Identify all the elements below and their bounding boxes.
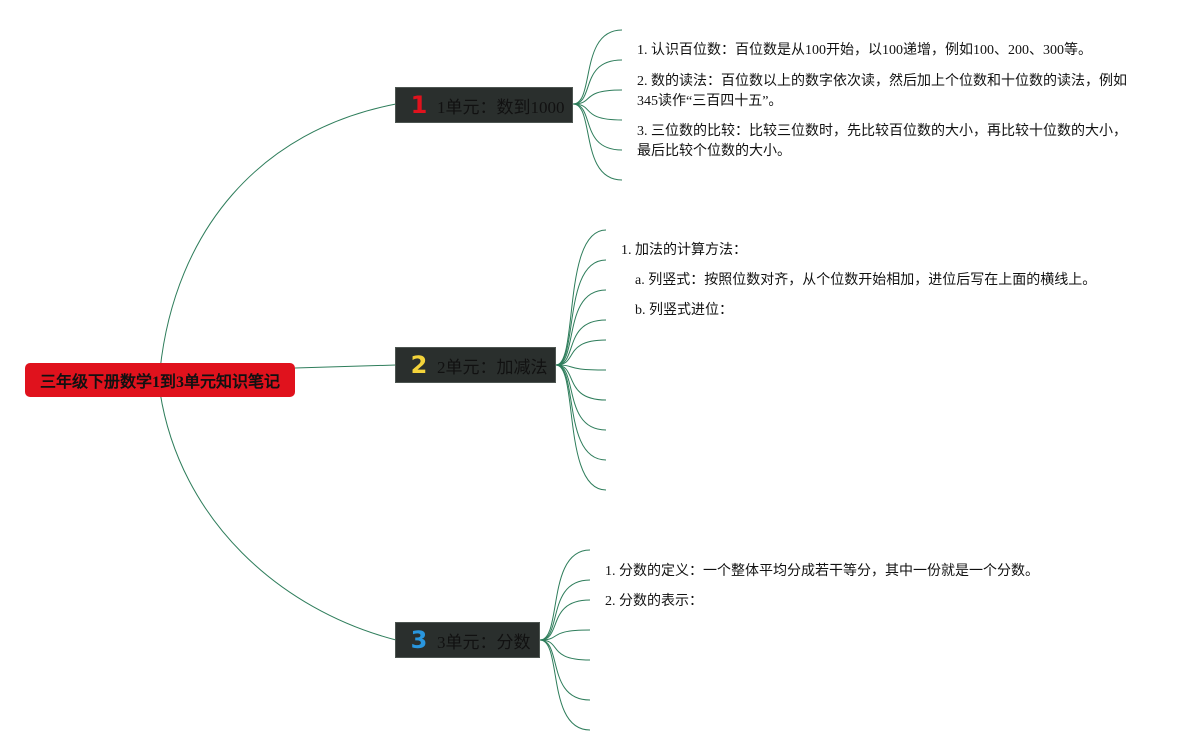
connector-unit-3-leaf-7 (539, 639, 591, 731)
number-2-icon: 2 (410, 351, 428, 379)
unit-3-note-1: 1. 分数的定义：一个整体平均分成若干等分，其中一份就是一个分数。 (605, 564, 1039, 579)
connector-unit-1-leaf-5 (572, 103, 623, 151)
unit-1-node[interactable]: 1 1单元：数到1000 (395, 87, 573, 123)
connector-unit-3-leaf-3 (539, 599, 591, 641)
connector-unit-1-leaf-2 (572, 59, 623, 105)
connector-unit-1-leaf-1 (572, 29, 623, 105)
connector-unit-2-leaf-9 (555, 364, 607, 461)
unit-2-node[interactable]: 2 2单元：加减法 (395, 347, 556, 383)
connector-unit-2-leaf-7 (555, 364, 607, 401)
unit-2-note-2: a. 列竖式：按照位数对齐，从个位数开始相加，进位后写在上面的横线上。 (635, 273, 1097, 288)
connector-unit-3-leaf-5 (539, 639, 591, 661)
unit-1-note-3: 3. 三位数的比较：比较三位数时，先比较百位数的大小，再比较十位数的大小，最后比… (637, 124, 1127, 159)
connector-unit-3-leaf-1 (539, 549, 591, 641)
unit-3-node[interactable]: 3 3单元：分数 (395, 622, 540, 658)
connector-unit-1-leaf-4 (572, 103, 623, 121)
unit-3-note-2: 2. 分数的表示： (605, 594, 703, 609)
unit-2-label: 2单元：加减法 (437, 357, 548, 377)
connector-unit-2-leaf-1 (555, 229, 607, 366)
connector-unit-2-leaf-3 (555, 289, 607, 366)
connector-root-unit-1 (159, 103, 397, 371)
connector-unit-3-leaf-6 (539, 639, 591, 701)
unit-1-note-2: 2. 数的读法：百位数以上的数字依次读，然后加上个位数和十位数的读法，例如345… (637, 74, 1127, 109)
unit-3-label: 3单元：分数 (437, 632, 531, 652)
connector-unit-2-leaf-4 (555, 319, 607, 366)
connector-unit-2-leaf-6 (555, 364, 607, 371)
connector-unit-1-leaf-3 (572, 89, 623, 105)
connector-unit-1-leaf-6 (572, 103, 623, 181)
number-1-icon: 1 (410, 91, 428, 119)
root-node[interactable]: 三年级下册数学1到3单元知识笔记 (25, 363, 295, 397)
connector-unit-3-leaf-2 (539, 579, 591, 641)
root-title: 三年级下册数学1到3单元知识笔记 (39, 374, 280, 391)
connector-unit-2-leaf-10 (555, 364, 607, 491)
unit-1-note-1: 1. 认识百位数：百位数是从100开始，以100递增，例如100、200、300… (637, 43, 1092, 58)
connector-root-unit-3 (159, 391, 397, 641)
connector-unit-3-leaf-4 (539, 629, 591, 641)
unit-1-label: 1单元：数到1000 (437, 97, 565, 117)
connector-unit-2-leaf-8 (555, 364, 607, 431)
connector-root-unit-2 (294, 364, 397, 369)
connector-unit-2-leaf-5 (555, 339, 607, 366)
connector-unit-2-leaf-2 (555, 259, 607, 366)
unit-2-note-1: 1. 加法的计算方法： (621, 243, 747, 258)
number-3-icon: 3 (410, 626, 428, 654)
unit-2-note-3: b. 列竖式进位： (635, 303, 733, 318)
